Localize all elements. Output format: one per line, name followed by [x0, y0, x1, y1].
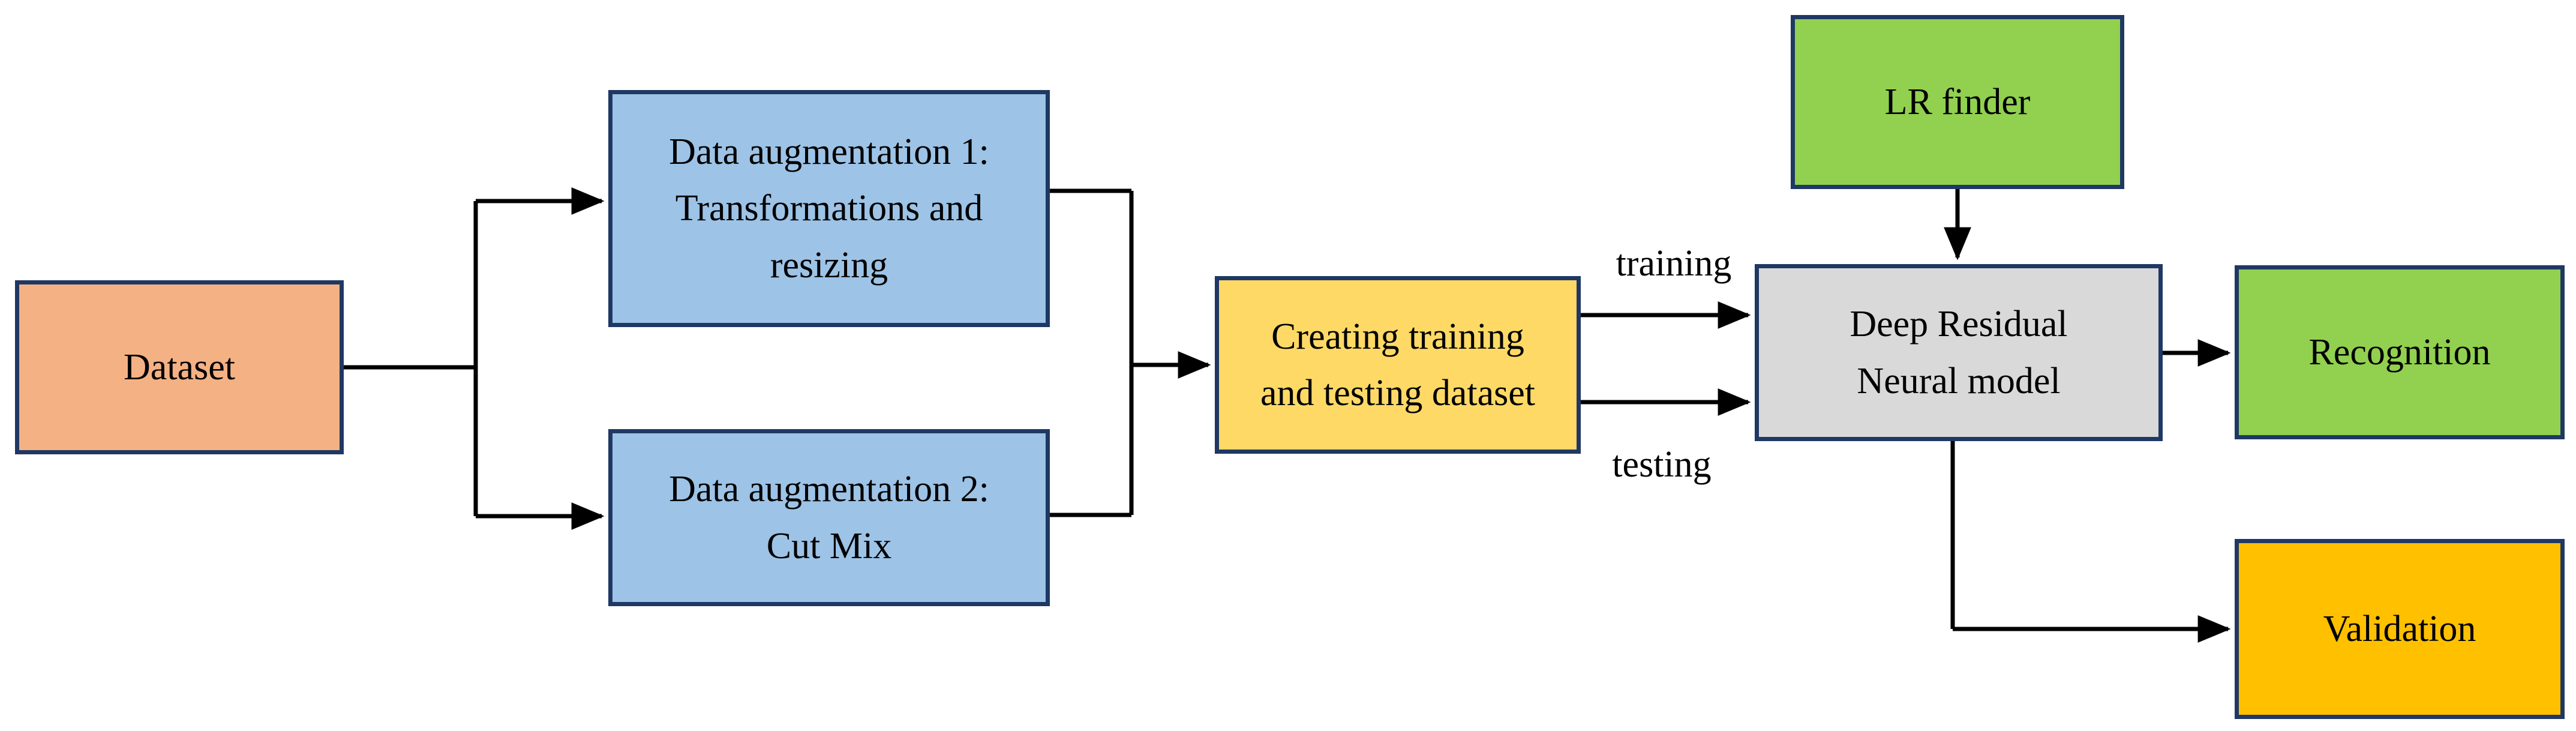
node-recognition: Recognition	[2235, 265, 2565, 439]
node-data-augmentation-2-line-2: Cut Mix	[766, 525, 892, 567]
edge-label-testing: testing	[1612, 444, 1712, 485]
node-recognition-label: Recognition	[2308, 331, 2491, 373]
node-data-augmentation-1-line-2: Transformations and	[675, 188, 983, 229]
node-dataset: Dataset	[15, 280, 344, 454]
node-dataset-label: Dataset	[124, 346, 235, 388]
node-creating-datasets: Creating training and testing dataset	[1215, 276, 1581, 454]
edge-label-training: training	[1616, 243, 1732, 284]
node-data-augmentation-1-line-3: resizing	[770, 244, 888, 286]
node-lr-finder-label: LR finder	[1884, 81, 2031, 122]
node-deep-residual-neural-model-line-2: Neural model	[1857, 360, 2061, 402]
node-data-augmentation-2: Data augmentation 2: Cut Mix	[608, 429, 1050, 606]
node-creating-datasets-line-1: Creating training	[1271, 316, 1524, 357]
node-data-augmentation-1: Data augmentation 1: Transformations and…	[608, 90, 1050, 327]
node-deep-residual-neural-model-line-1: Deep Residual	[1850, 304, 2068, 345]
node-validation-label: Validation	[2323, 608, 2476, 649]
node-data-augmentation-1-line-1: Data augmentation 1:	[669, 131, 989, 173]
node-lr-finder: LR finder	[1791, 15, 2124, 189]
node-validation: Validation	[2235, 539, 2565, 719]
node-deep-residual-neural-model: Deep Residual Neural model	[1755, 264, 2163, 441]
node-data-augmentation-2-line-1: Data augmentation 2:	[669, 469, 989, 510]
node-creating-datasets-line-2: and testing dataset	[1260, 373, 1535, 414]
